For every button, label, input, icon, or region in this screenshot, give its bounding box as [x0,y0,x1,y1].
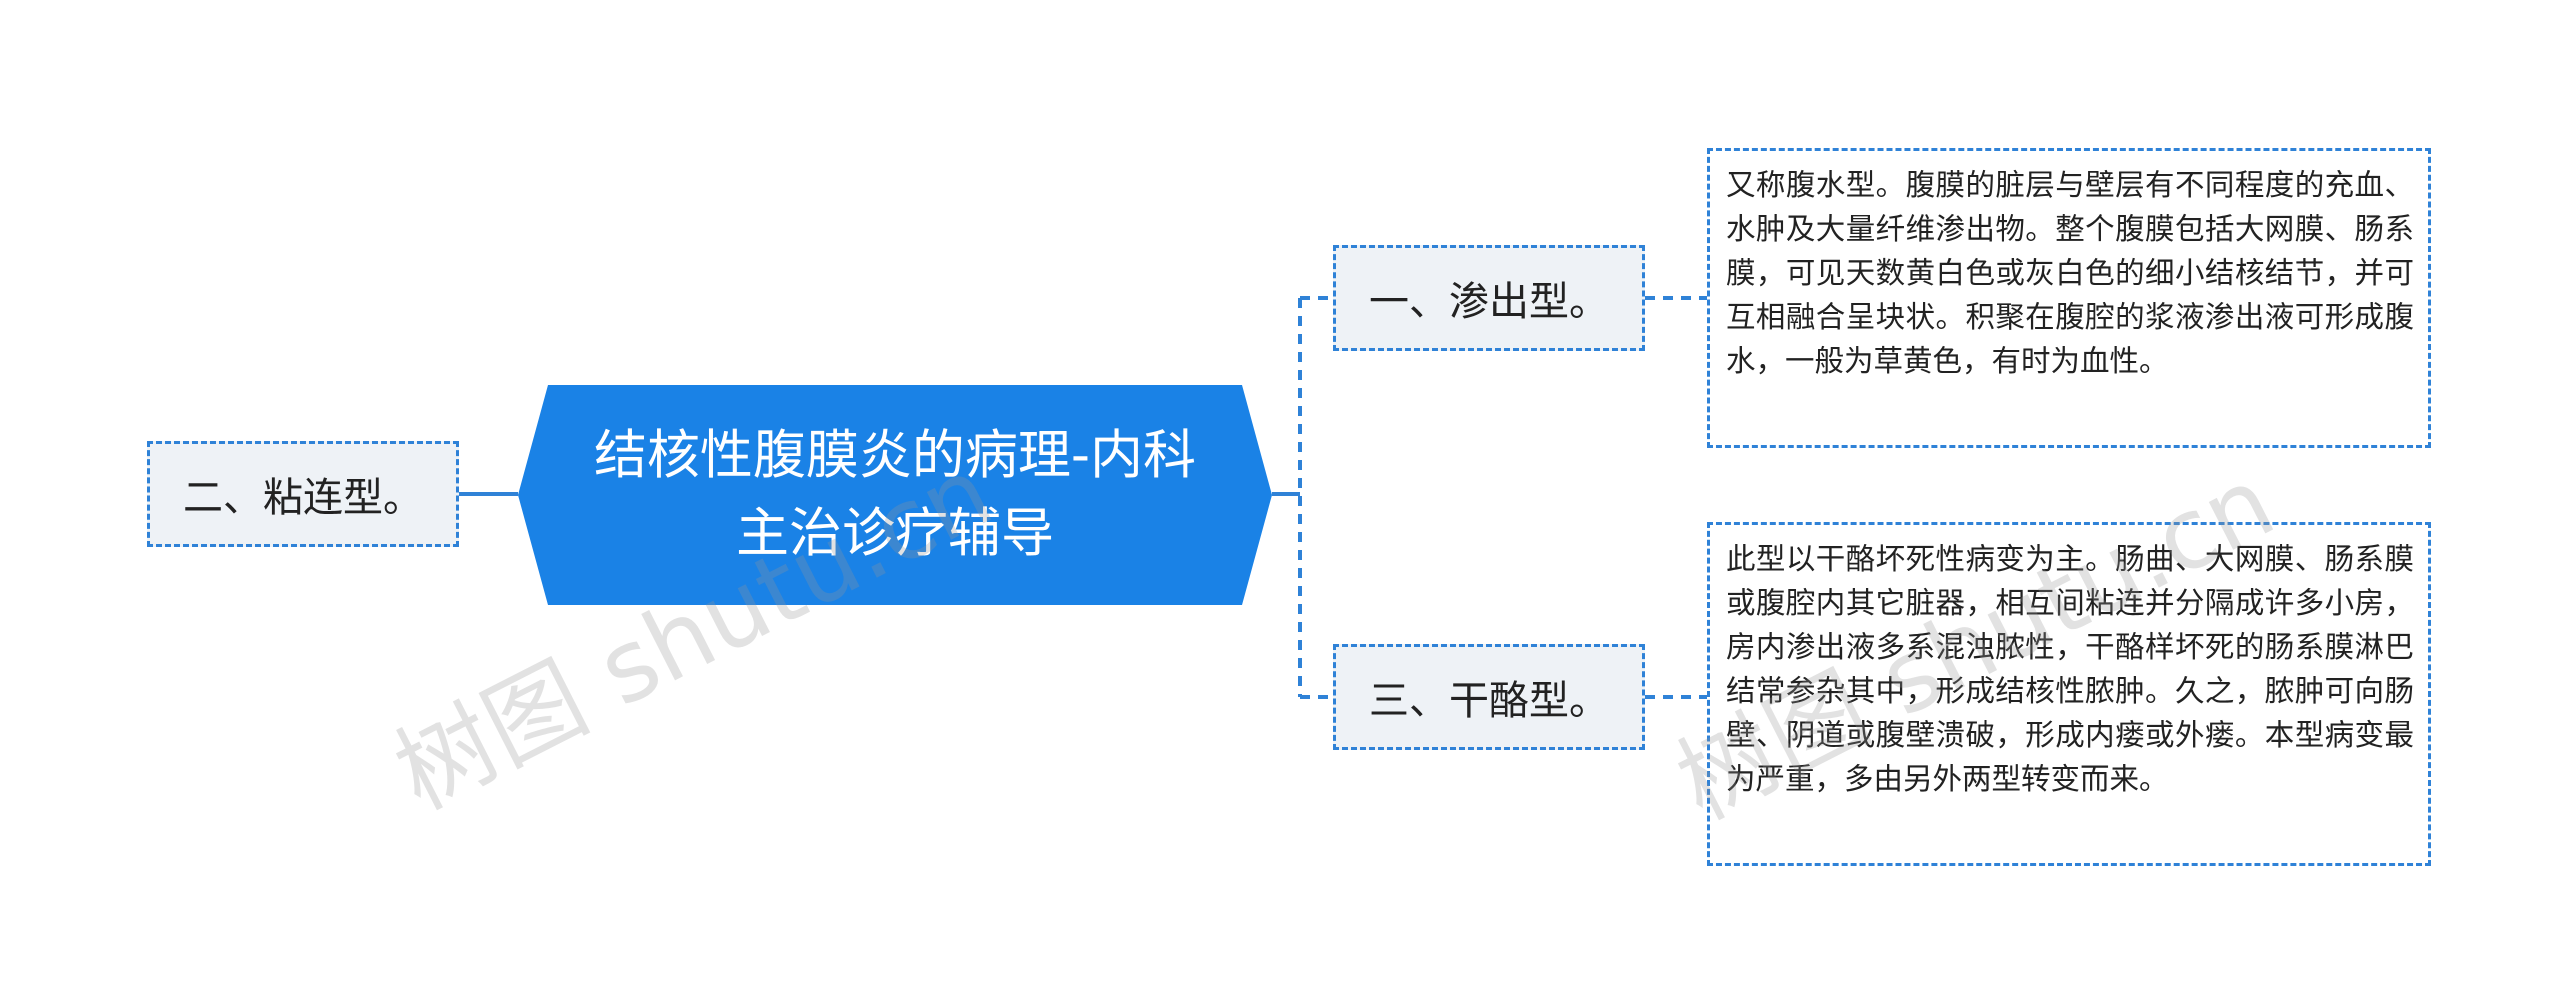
root-topic-shape [518,385,1272,605]
branch-adhesive-type[interactable]: 二、粘连型。 [147,441,459,547]
detail-exudative-type[interactable]: 又称腹水型。腹膜的脏层与壁层有不同程度的充血、水肿及大量纤维渗出物。整个腹膜包括… [1707,148,2431,448]
root-topic-line-2: 主治诊疗辅导 [736,503,1054,564]
root-topic[interactable]: 结核性腹膜炎的病理-内科 主治诊疗辅导 [518,385,1272,605]
detail-caseous-type[interactable]: 此型以干酪坏死性病变为主。肠曲、大网膜、肠系膜或腹腔内其它脏器，相互间粘连并分隔… [1707,522,2431,866]
root-topic-text: 结核性腹膜炎的病理-内科 主治诊疗辅导 [554,415,1236,575]
branch-caseous-type[interactable]: 三、干酪型。 [1333,644,1645,750]
root-topic-line-1: 结核性腹膜炎的病理-内科 [593,425,1197,486]
branch-exudative-type[interactable]: 一、渗出型。 [1333,245,1645,351]
